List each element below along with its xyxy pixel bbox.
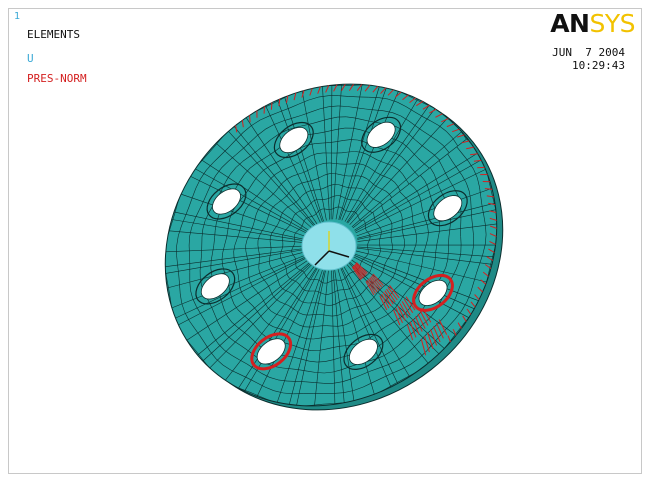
- bolt-holes: [195, 116, 468, 371]
- bolt-hole: [361, 116, 402, 153]
- legend-pres-norm-label: PRES-NORM: [27, 72, 87, 85]
- coordinate-triad-icon: [314, 231, 350, 266]
- bolt-hole: [427, 190, 468, 227]
- fea-model-view[interactable]: [9, 9, 641, 473]
- timestamp-time: 10:29:43: [572, 59, 625, 72]
- bolt-hole: [250, 332, 293, 371]
- ansys-logo: ANSYS: [550, 9, 635, 39]
- pressure-load-markers: [235, 83, 497, 356]
- element-mesh: [163, 84, 499, 407]
- legend-u-label: U: [27, 52, 34, 65]
- timestamp-date: JUN 7 2004: [552, 46, 625, 59]
- bolt-hole: [206, 183, 247, 220]
- bolt-hole: [343, 333, 384, 370]
- bolt-hole: [195, 268, 236, 305]
- logo-text-sys: SYS: [589, 9, 635, 38]
- legend-elements-label: ELEMENTS: [27, 28, 80, 41]
- graphics-window[interactable]: 1 ELEMENTS U PRES-NORM ANSYS JUN 7 2004 …: [8, 8, 642, 474]
- bolt-hole: [273, 121, 314, 159]
- bolt-hole: [412, 273, 454, 312]
- flange-disk: [163, 83, 504, 411]
- logo-text-an: AN: [550, 9, 590, 38]
- window-number: 1: [14, 11, 21, 22]
